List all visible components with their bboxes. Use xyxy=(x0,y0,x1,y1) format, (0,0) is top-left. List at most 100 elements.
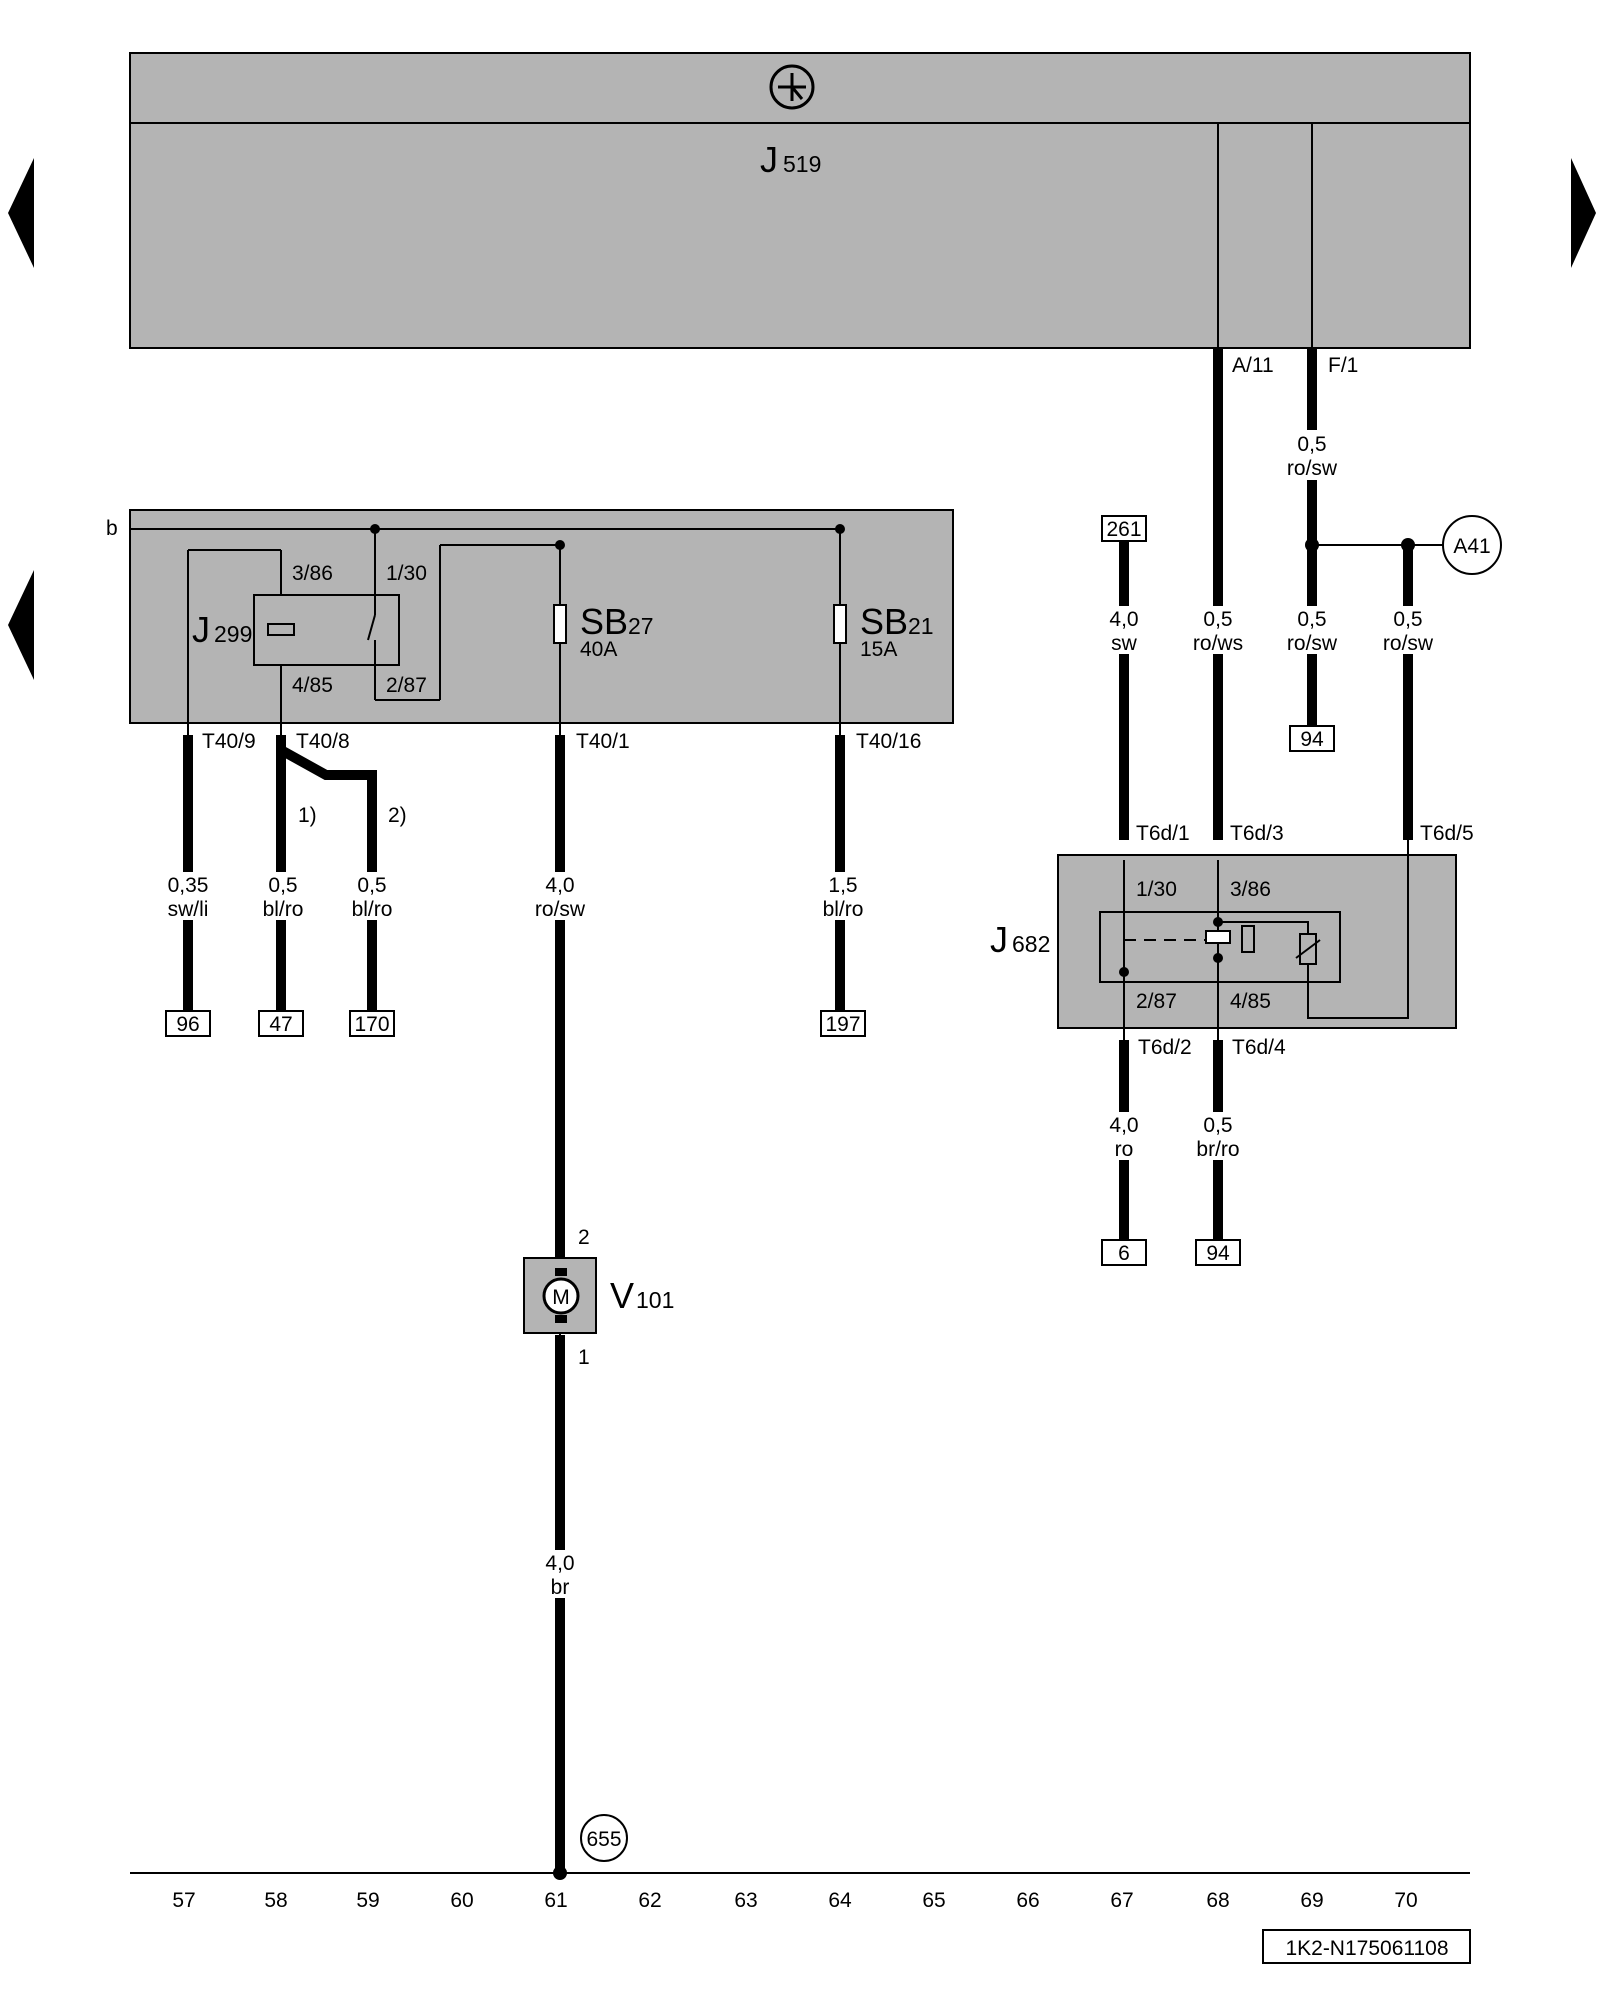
wire-size-w64: 1,5 xyxy=(828,874,857,897)
pin-j682-386: 3/86 xyxy=(1230,878,1271,901)
sb27-rating: 40A xyxy=(580,638,617,661)
wire-color-w64: bl/ro xyxy=(823,898,864,921)
reference-label-r170: 170 xyxy=(354,1013,389,1036)
ground-symbol-icon xyxy=(769,64,815,110)
triangle-left-icon[interactable] xyxy=(8,158,34,268)
pin-j299-130: 1/30 xyxy=(386,562,427,585)
track-number-70: 70 xyxy=(1394,1889,1417,1912)
track-number-62: 62 xyxy=(638,1889,661,1912)
connector-a11: A/11 xyxy=(1232,354,1274,377)
wire-size-w58: 0,5 xyxy=(268,874,297,897)
reference-box-r96[interactable] xyxy=(165,1010,211,1037)
pin-j299-386: 3/86 xyxy=(292,562,333,585)
pin-v101-2: 2 xyxy=(578,1226,590,1249)
wire-size-w69: 0,5 xyxy=(1297,608,1326,631)
wire-color-w59: bl/ro xyxy=(352,898,393,921)
connector-t40-16: T40/16 xyxy=(856,730,921,753)
reference-box-r170[interactable] xyxy=(349,1010,395,1037)
wire-color-w58: bl/ro xyxy=(263,898,304,921)
triangle-right-icon[interactable] xyxy=(1571,158,1596,268)
wire-size-w70: 0,5 xyxy=(1393,608,1422,631)
connector-t40-8: T40/8 xyxy=(296,730,350,753)
pin-j299-287: 2/87 xyxy=(386,674,427,697)
track-number-69: 69 xyxy=(1300,1889,1323,1912)
g655-label: 655 xyxy=(586,1828,621,1851)
track-number-64: 64 xyxy=(828,1889,852,1912)
v101-letter: V xyxy=(610,1275,634,1316)
fuse-sb27: SB 27 40A xyxy=(553,545,654,735)
wire-label-bg-w61b xyxy=(526,1550,594,1598)
sb21-letter: SB xyxy=(860,601,908,642)
wire-color-w61a: ro/sw xyxy=(535,898,586,921)
wire-size-w61b: 4,0 xyxy=(545,1552,574,1575)
a41-label: A41 xyxy=(1453,535,1490,558)
reference-label-r96: 96 xyxy=(176,1013,199,1036)
track-number-57: 57 xyxy=(172,1889,195,1912)
triangle-left-icon-2[interactable] xyxy=(8,570,34,680)
left-wires: 1) 2) xyxy=(183,735,845,1262)
wire-label-bg-w67b xyxy=(1090,1112,1158,1160)
track-number-65: 65 xyxy=(922,1889,945,1912)
connector-t40-9: T40/9 xyxy=(202,730,256,753)
connector-t6d-3: T6d/3 xyxy=(1230,822,1284,845)
diagram-id-text: 1K2-N175061108 xyxy=(1285,1937,1448,1960)
wire-size-w67: 4,0 xyxy=(1109,608,1138,631)
variant-1: 1) xyxy=(298,804,317,827)
j519-outputs: A/11 F/1 xyxy=(1213,123,1358,600)
j299-sub: 299 xyxy=(214,621,252,647)
track-number-58: 58 xyxy=(264,1889,287,1912)
wire-labels: 0,35sw/li0,5bl/ro0,5bl/ro4,0ro/sw1,5bl/r… xyxy=(154,431,1442,1599)
reference-box-r94b[interactable] xyxy=(1195,1239,1241,1266)
reference-label-r94a: 94 xyxy=(1300,728,1324,751)
wire-label-bg-w57 xyxy=(154,872,222,920)
diagram-id: 1K2-N175061108 xyxy=(1262,1929,1471,1964)
pin-j682-287: 2/87 xyxy=(1136,990,1177,1013)
v101-sub: 101 xyxy=(636,1287,674,1313)
reference-label-r6: 6 xyxy=(1118,1242,1130,1265)
relay-fuse-carrier: b J 299 3/86 1/30 4/85 2/87 xyxy=(106,509,954,735)
fuse-sb21: SB 21 15A xyxy=(833,529,934,735)
sb27-letter: SB xyxy=(580,601,628,642)
wire-color-w68: ro/ws xyxy=(1193,632,1243,655)
reference-box-r261[interactable] xyxy=(1101,515,1147,542)
wire-size-w61a: 4,0 xyxy=(545,874,574,897)
j519-label-letter: J xyxy=(760,139,778,180)
wire-label-bg-w67 xyxy=(1090,606,1158,654)
j682-relay: J 682 1/30 3/86 2/87 4/85 xyxy=(990,840,1457,1040)
connector-f1: F/1 xyxy=(1328,354,1358,377)
j682-letter: J xyxy=(990,919,1008,960)
motor-symbol: M xyxy=(552,1286,570,1309)
wire-color-w67: sw xyxy=(1111,632,1138,655)
wire-label-bg-w70 xyxy=(1374,606,1442,654)
j299-relay: J 299 3/86 1/30 4/85 2/87 xyxy=(187,529,565,735)
wire-label-bg-w69top xyxy=(1278,431,1346,479)
wire-label-bg-w69 xyxy=(1278,606,1346,654)
callout-a41: A41 xyxy=(1442,515,1502,575)
reference-box-r197[interactable] xyxy=(820,1010,866,1037)
sb27-sub: 27 xyxy=(628,613,654,639)
pin-v101-1: 1 xyxy=(578,1346,590,1369)
wire-label-bg-w64 xyxy=(809,872,877,920)
reference-box-r94a[interactable] xyxy=(1289,725,1335,752)
pin-j682-130: 1/30 xyxy=(1136,878,1177,901)
pin-j682-485: 4/85 xyxy=(1230,990,1271,1013)
reference-box-r47[interactable] xyxy=(258,1010,304,1037)
connector-t6d-4: T6d/4 xyxy=(1232,1036,1286,1059)
reference-label-r94b: 94 xyxy=(1206,1242,1230,1265)
variant-2: 2) xyxy=(388,804,407,827)
pin-j299-485: 4/85 xyxy=(292,674,333,697)
wire-size-w68b: 0,5 xyxy=(1203,1114,1232,1137)
wire-label-bg-w68b xyxy=(1184,1112,1252,1160)
reference-label-r197: 197 xyxy=(825,1013,860,1036)
track-number-66: 66 xyxy=(1016,1889,1039,1912)
wire-size-w57: 0,35 xyxy=(168,874,209,897)
connector-t6d-1: T6d/1 xyxy=(1136,822,1190,845)
wire-color-w67b: ro xyxy=(1115,1138,1134,1161)
callout-655: 655 xyxy=(580,1814,628,1862)
reference-label-r261: 261 xyxy=(1106,518,1141,541)
reference-box-r6[interactable] xyxy=(1101,1239,1147,1266)
wire-label-bg-w68 xyxy=(1184,606,1252,654)
wire-size-w59: 0,5 xyxy=(357,874,386,897)
